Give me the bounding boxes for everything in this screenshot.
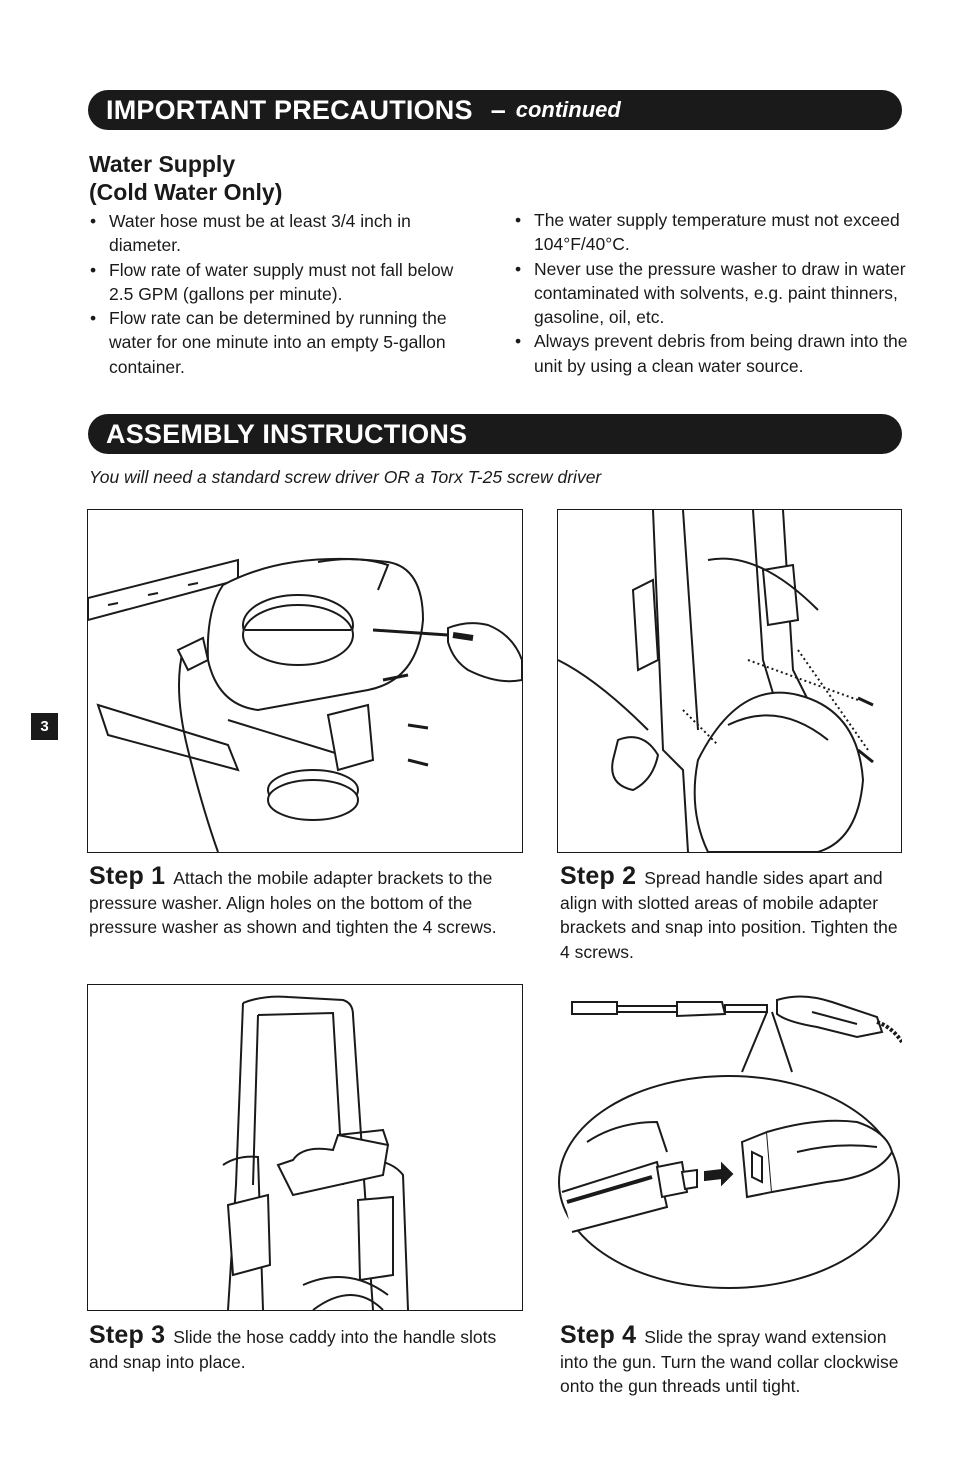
step1-description: Attach the mobile adapter brackets to th… bbox=[89, 868, 497, 937]
step3-illustration bbox=[87, 984, 523, 1311]
step4-description: Slide the spray wand extension into the … bbox=[560, 1327, 899, 1396]
precautions-dash: – bbox=[490, 94, 506, 125]
page-number: 3 bbox=[31, 713, 58, 740]
precautions-title: IMPORTANT PRECAUTIONS bbox=[106, 94, 473, 125]
list-item: Flow rate can be determined by running t… bbox=[89, 306, 469, 379]
step1-label: Step 1 bbox=[89, 862, 166, 890]
step2-description: Spread handle sides apart and align with… bbox=[560, 868, 898, 962]
list-item: Water hose must be at least 3/4 inch in … bbox=[89, 209, 469, 258]
list-item: Never use the pressure washer to draw in… bbox=[514, 257, 914, 330]
step4-label: Step 4 bbox=[560, 1321, 637, 1349]
step1-illustration bbox=[87, 509, 523, 853]
precautions-continued: continued bbox=[515, 97, 621, 122]
list-item: Always prevent debris from being drawn i… bbox=[514, 329, 914, 378]
assembly-intro: You will need a standard screw driver OR… bbox=[89, 467, 602, 487]
water-supply-title-line1: Water Supply bbox=[89, 151, 236, 177]
step3-description: Slide the hose caddy into the handle slo… bbox=[89, 1327, 497, 1372]
right-bullet-list: The water supply temperature must not ex… bbox=[514, 208, 914, 378]
step2-illustration bbox=[557, 509, 902, 853]
water-supply-title: Water Supply (Cold Water Only) bbox=[89, 150, 282, 206]
step3-label: Step 3 bbox=[89, 1321, 166, 1349]
precautions-banner: IMPORTANT PRECAUTIONS – continued bbox=[88, 90, 902, 130]
assembly-banner: ASSEMBLY INSTRUCTIONS bbox=[88, 414, 902, 454]
assembly-title: ASSEMBLY INSTRUCTIONS bbox=[106, 418, 468, 449]
step2-label: Step 2 bbox=[560, 862, 637, 890]
water-supply-title-line2: (Cold Water Only) bbox=[89, 179, 283, 205]
step4-illustration bbox=[557, 992, 902, 1292]
list-item: Flow rate of water supply must not fall … bbox=[89, 258, 469, 307]
left-bullet-list: Water hose must be at least 3/4 inch in … bbox=[89, 209, 469, 379]
list-item: The water supply temperature must not ex… bbox=[514, 208, 914, 257]
